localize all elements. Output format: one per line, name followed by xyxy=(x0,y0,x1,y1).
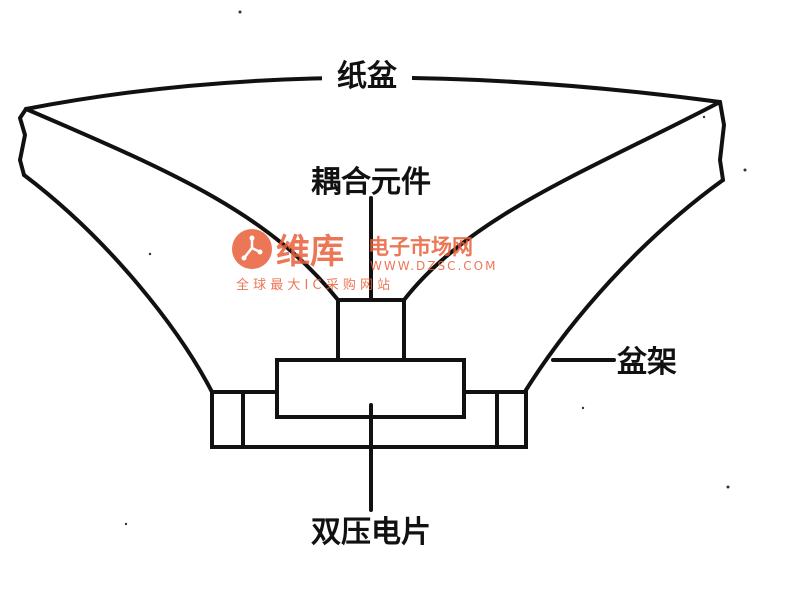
coupling-element xyxy=(336,298,406,362)
coupling-element-label: 耦合元件 xyxy=(311,165,431,200)
watermark: 维库 电子市场网 WWW.DZSC.COM 全 球 最 大 I C 采 购 网 … xyxy=(232,229,497,293)
frame-label: 盆架 xyxy=(617,345,677,380)
frame-left-curve xyxy=(22,173,214,394)
watermark-url: WWW.DZSC.COM xyxy=(370,259,497,273)
watermark-market: 电子市场网 xyxy=(368,235,473,259)
leader-lines xyxy=(369,196,616,512)
cone-right-edge xyxy=(718,100,726,182)
piezo-label: 双压电片 xyxy=(311,515,431,550)
watermark-brand: 维库 xyxy=(276,232,344,272)
frame-right-curve xyxy=(524,178,725,392)
cone-left-edge xyxy=(18,107,28,177)
base-mount xyxy=(210,390,528,449)
scan-specks xyxy=(124,10,747,526)
cone-inner-left xyxy=(24,107,340,302)
cone-label-gap xyxy=(322,54,412,90)
cone-label: 纸盆 xyxy=(337,59,398,94)
watermark-logo xyxy=(232,229,272,269)
cone-inner-right xyxy=(402,100,722,302)
watermark-slogan: 全 球 最 大 I C 采 购 网 站 xyxy=(236,277,390,293)
frame xyxy=(22,173,725,394)
